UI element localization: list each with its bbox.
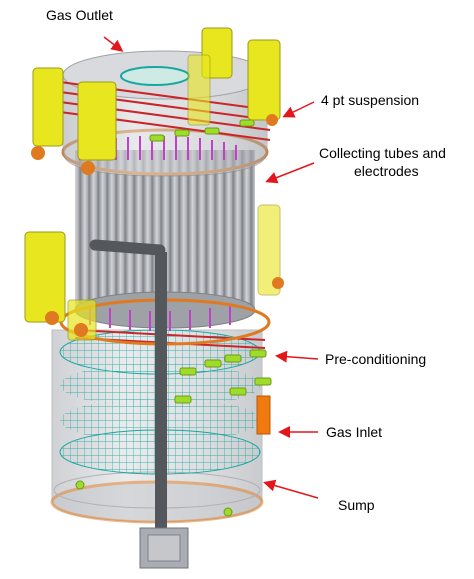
orange-bolts bbox=[31, 114, 284, 337]
collecting-arrow bbox=[265, 162, 315, 184]
suspension-label: 4 pt suspension bbox=[321, 92, 420, 108]
gas-inlet-box bbox=[256, 395, 271, 435]
gas-outlet-ring bbox=[120, 66, 190, 86]
preconditioning-arrow bbox=[275, 350, 319, 363]
collecting-label-line1: Collecting tubes and bbox=[319, 145, 446, 161]
yellow-suspension-supports bbox=[24, 27, 281, 341]
collecting-label-line2: electrodes bbox=[354, 163, 419, 179]
sump-label: Sump bbox=[338, 497, 375, 513]
preconditioning-label: Pre-conditioning bbox=[325, 351, 427, 367]
sump-arrow bbox=[263, 479, 319, 499]
central-duct bbox=[89, 239, 189, 569]
suspension-arrow bbox=[282, 101, 315, 118]
gas-outlet-arrow bbox=[103, 36, 124, 52]
gas-inlet-label: Gas Inlet bbox=[326, 424, 383, 440]
gas-outlet-label: Gas Outlet bbox=[46, 7, 113, 23]
callout-arrows bbox=[103, 36, 319, 499]
